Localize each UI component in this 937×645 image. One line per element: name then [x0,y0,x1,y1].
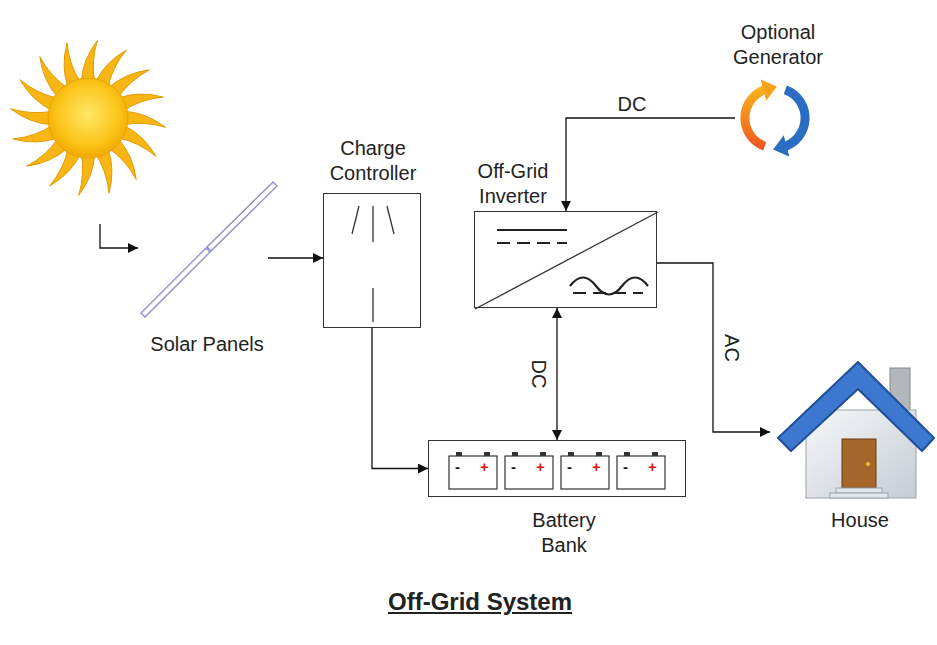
panel-face [211,186,273,247]
terminal-sign: + [480,459,489,474]
divider-line [475,212,658,309]
generator-icon: Optional Generator [735,78,815,158]
battery-bank-box-drawing [429,441,685,496]
house-step [836,488,882,493]
battery-terminal [596,452,602,456]
terminal-sign: - [455,459,460,474]
house-step [830,493,888,498]
terminal-sign: - [511,459,516,474]
battery-cell [449,456,497,489]
terminal-sign: + [648,459,657,474]
sunlight-arrow [100,224,138,248]
connector [268,257,323,258]
terminal-sign: + [592,459,601,474]
node-label: Battery Bank [519,508,609,558]
inverter-box-drawing [475,212,656,307]
switch-symbol [352,206,394,322]
battery-terminal [456,452,462,456]
connector [566,118,735,211]
diagram-title: Off-Grid System [388,588,572,616]
panel-frame [211,186,273,247]
ac-symbol [570,278,648,295]
edge-label: AC [721,332,743,364]
generator-arrow [745,89,767,146]
battery-bank-box: Battery Bank [428,440,686,497]
house-door [842,439,876,488]
battery-terminal [540,452,546,456]
connector [556,308,557,440]
generator-icon-drawing [735,78,815,158]
solar-panel: Solar Panels [140,182,268,320]
ac-symbol [573,292,643,294]
battery-cell [505,456,553,489]
battery-cell [617,456,665,489]
sun [48,78,128,158]
generator-arrow [783,90,805,147]
connector [372,328,428,469]
charge-controller-box-drawing [324,194,420,327]
battery-terminal [568,452,574,456]
connector [657,263,770,432]
terminal-sign: + [536,459,545,474]
battery-terminal [652,452,658,456]
house-roof [778,362,934,451]
edge-label: DC [616,93,649,115]
edge-label: DC [528,358,550,391]
terminal-sign: - [567,459,572,474]
sun-rays [11,41,166,196]
battery-terminal [484,452,490,456]
node-label: Solar Panels [132,332,282,357]
battery-terminal [624,452,630,456]
house-icon: House [770,360,935,500]
house-icon-drawing [770,360,935,500]
terminal-sign: - [623,459,628,474]
sun-ray [11,109,53,125]
battery-cell [561,456,609,489]
sun-ray [79,153,95,195]
dc-symbol [497,242,567,244]
inverter-box: Off-Grid Inverter [474,211,657,308]
charge-controller-box: Charge Controller [323,193,421,328]
node-label: Off-Grid Inverter [463,159,563,209]
dc-symbol [497,229,567,231]
panel-face [145,252,206,313]
node-label: House [800,508,920,533]
panel-frame [145,252,206,313]
node-label: Charge Controller [317,136,429,186]
sun-ray [123,111,165,127]
node-label: Optional Generator [713,20,843,70]
battery-terminal [512,452,518,456]
door-knob [866,462,870,466]
sun-ray [81,41,97,83]
solar-panel-drawing [140,182,268,320]
